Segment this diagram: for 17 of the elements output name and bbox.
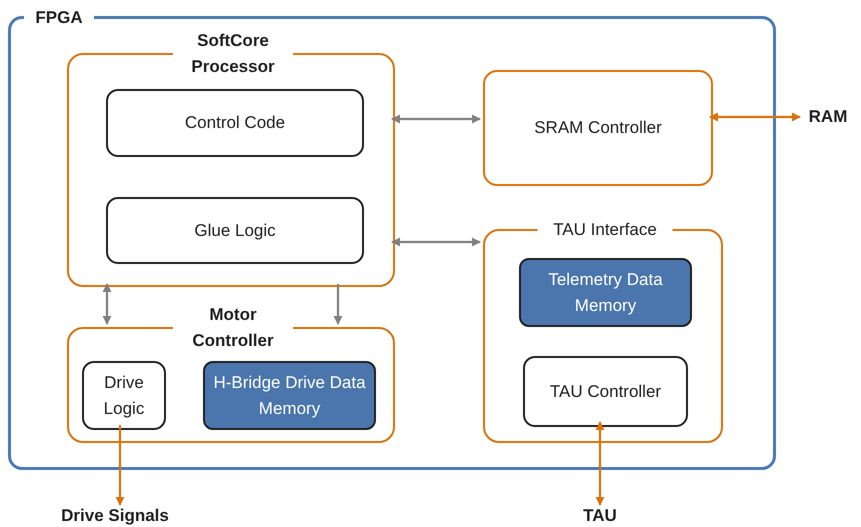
signal-label: TAU (570, 505, 630, 527)
arrow (709, 112, 801, 122)
arrow (391, 238, 481, 246)
arrow (391, 114, 481, 124)
signal-label: RAM (800, 104, 856, 130)
signal-label: Drive Signals (40, 505, 190, 527)
process-box: Control Code (106, 89, 364, 157)
process-box: TAU Controller (523, 356, 688, 427)
memory-box: Telemetry Data Memory (519, 258, 692, 327)
arrow (102, 283, 112, 325)
memory-box: H-Bridge Drive Data Memory (203, 361, 376, 430)
process-box: Glue Logic (106, 197, 364, 264)
process-box: Drive Logic (82, 361, 166, 430)
arrow (596, 421, 604, 506)
controller-box: SRAM Controller (483, 70, 713, 186)
arrow (334, 284, 342, 325)
arrow (116, 425, 124, 506)
